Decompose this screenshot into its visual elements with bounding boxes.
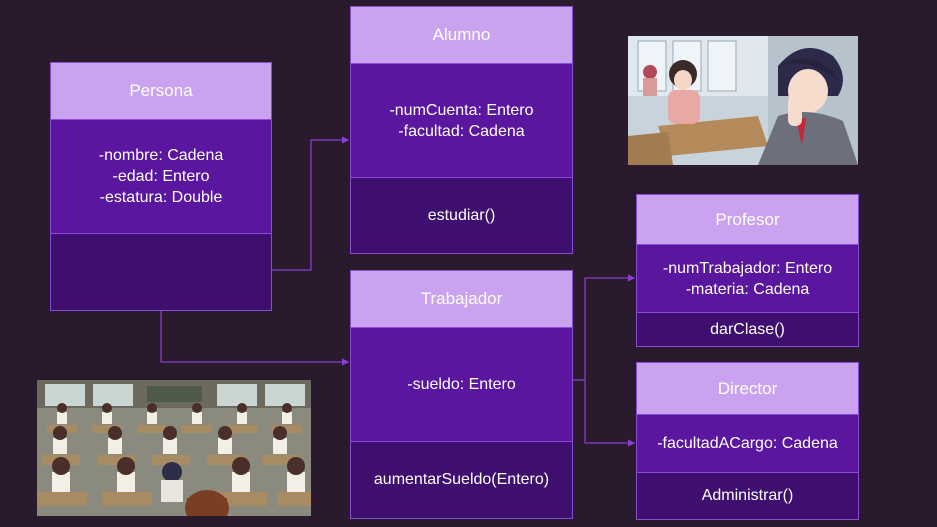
connector-persona-alumno — [272, 136, 350, 271]
class-name: Alumno — [351, 7, 572, 64]
class-methods: estudiar() — [351, 178, 572, 253]
class-profesor: Profesor -numTrabajador: Entero -materia… — [636, 194, 859, 347]
attribute: -nombre: Cadena — [98, 147, 224, 164]
class-persona: Persona -nombre: Cadena -edad: Entero -e… — [50, 62, 272, 311]
method: Administrar() — [701, 487, 794, 504]
class-methods: Administrar() — [637, 473, 858, 519]
class-attributes: -sueldo: Entero — [351, 328, 572, 442]
attribute: -sueldo: Entero — [407, 376, 516, 393]
class-attributes: -numCuenta: Entero -facultad: Cadena — [351, 64, 572, 178]
method: aumentarSueldo(Entero) — [373, 471, 550, 488]
class-trabajador: Trabajador -sueldo: Entero aumentarSueld… — [350, 270, 573, 519]
connector-trabajador-director — [584, 380, 636, 447]
connector-trabajador-profesor — [572, 274, 636, 381]
class-attributes: -nombre: Cadena -edad: Entero -estatura:… — [51, 120, 271, 234]
class-attributes: -numTrabajador: Entero -materia: Cadena — [637, 245, 858, 313]
anime-students-image — [628, 36, 858, 165]
attribute: -facultad: Cadena — [398, 122, 525, 140]
attribute: -numTrabajador: Entero — [662, 259, 833, 277]
class-name: Profesor — [637, 195, 858, 245]
class-director: Director -facultadACargo: Cadena Adminis… — [636, 362, 859, 520]
attribute: -facultadACargo: Cadena — [657, 435, 838, 452]
class-alumno: Alumno -numCuenta: Entero -facultad: Cad… — [350, 6, 573, 254]
class-methods: darClase() — [637, 313, 858, 346]
class-methods: aumentarSueldo(Entero) — [351, 442, 572, 518]
attribute: -edad: Entero — [112, 168, 210, 185]
method: darClase() — [710, 320, 785, 338]
attribute: -estatura: Double — [99, 189, 223, 206]
anime-classroom-image — [37, 380, 311, 516]
attribute: -numCuenta: Entero — [389, 101, 534, 119]
method: estudiar() — [427, 206, 496, 224]
attribute: -materia: Cadena — [685, 280, 810, 298]
class-name: Director — [637, 363, 858, 415]
class-name: Trabajador — [351, 271, 572, 328]
class-methods — [51, 234, 271, 310]
class-attributes: -facultadACargo: Cadena — [637, 415, 858, 473]
class-name: Persona — [51, 63, 271, 120]
connector-persona-trabajador — [160, 311, 350, 366]
